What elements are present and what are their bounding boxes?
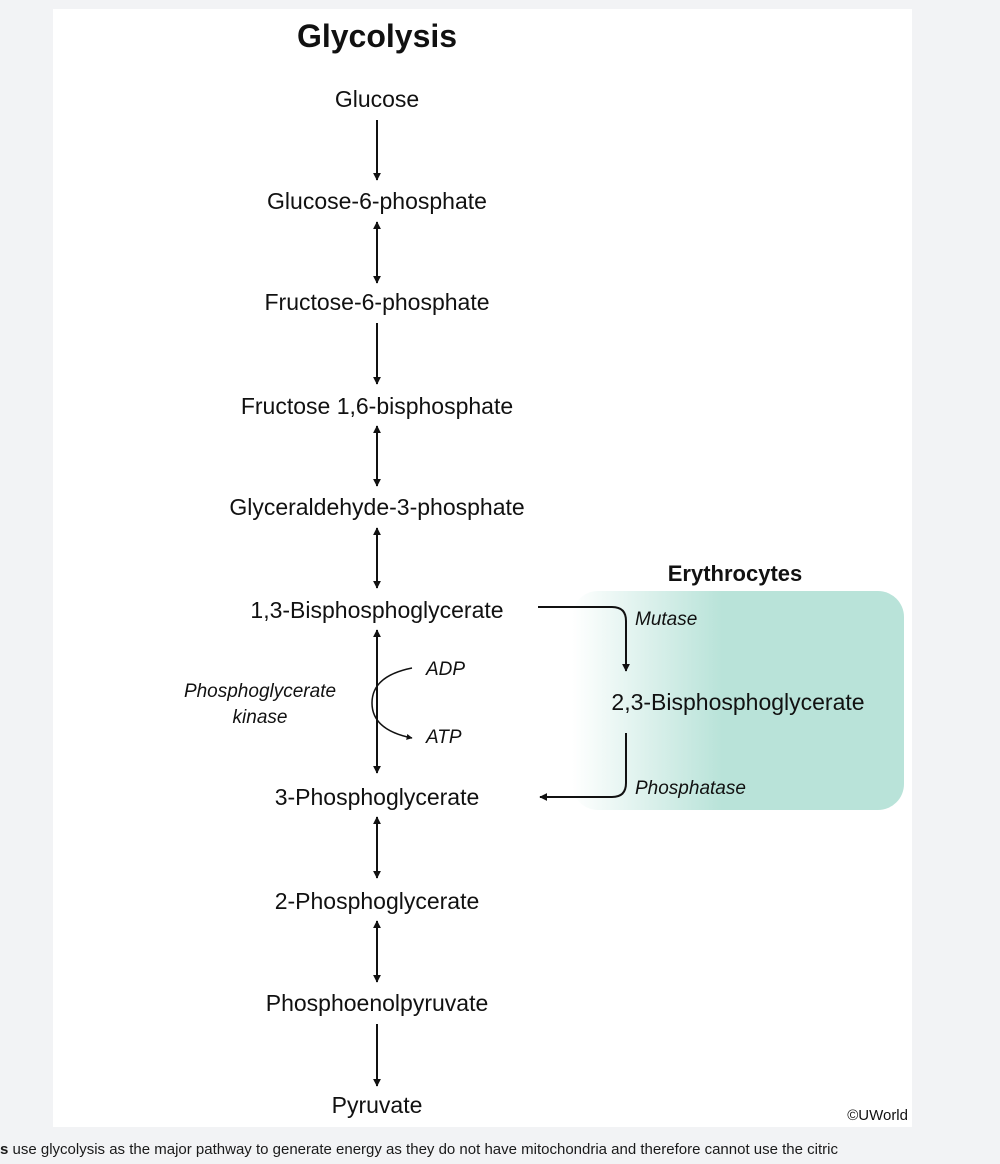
erythrocytes-box: [572, 591, 904, 810]
caption-text: s use glycolysis as the major pathway to…: [0, 1139, 1000, 1161]
diagram-title: Glycolysis: [297, 18, 457, 54]
phosphatase-arrow: [539, 733, 627, 801]
metabolite-fructose-6-phosphate: Fructose-6-phosphate: [264, 289, 489, 315]
metabolite-2-3-bisphosphoglycerate: 2,3-Bisphosphoglycerate: [611, 689, 864, 715]
metabolite-1-3-bisphosphoglycerate: 1,3-Bisphosphoglycerate: [250, 597, 503, 623]
caption-body: use glycolysis as the major pathway to g…: [8, 1141, 839, 1158]
metabolite-2-phosphoglycerate: 2-Phosphoglycerate: [275, 888, 480, 914]
mutase-arrow: [538, 606, 630, 672]
metabolite-glyceraldehyde-3-phosphate: Glyceraldehyde-3-phosphate: [229, 494, 524, 520]
cofactor-atp: ATP: [425, 727, 462, 748]
enzyme-phosphatase: Phosphatase: [635, 778, 746, 799]
caption-bold-fragment: s: [0, 1141, 9, 1158]
metabolite-pyruvate: Pyruvate: [332, 1092, 423, 1118]
enzyme-phosphoglycerate-kinase-line2: kinase: [233, 707, 288, 728]
figure-panel: [53, 9, 912, 1127]
metabolite-glucose: Glucose: [335, 86, 419, 112]
cofactor-adp: ADP: [425, 659, 465, 680]
cofactor-curved-arrow: [371, 667, 413, 740]
metabolite-fructose-1-6-bisphosphate: Fructose 1,6-bisphosphate: [241, 393, 513, 419]
enzyme-phosphoglycerate-kinase-line1: Phosphoglycerate: [184, 681, 336, 702]
erythrocytes-label: Erythrocytes: [668, 561, 803, 586]
metabolite-phosphoenolpyruvate: Phosphoenolpyruvate: [266, 990, 489, 1016]
copyright-mark: ©UWorld: [847, 1107, 908, 1124]
metabolite-3-phosphoglycerate: 3-Phosphoglycerate: [275, 784, 480, 810]
metabolite-glucose-6-phosphate: Glucose-6-phosphate: [267, 188, 487, 214]
enzyme-mutase: Mutase: [635, 609, 697, 630]
